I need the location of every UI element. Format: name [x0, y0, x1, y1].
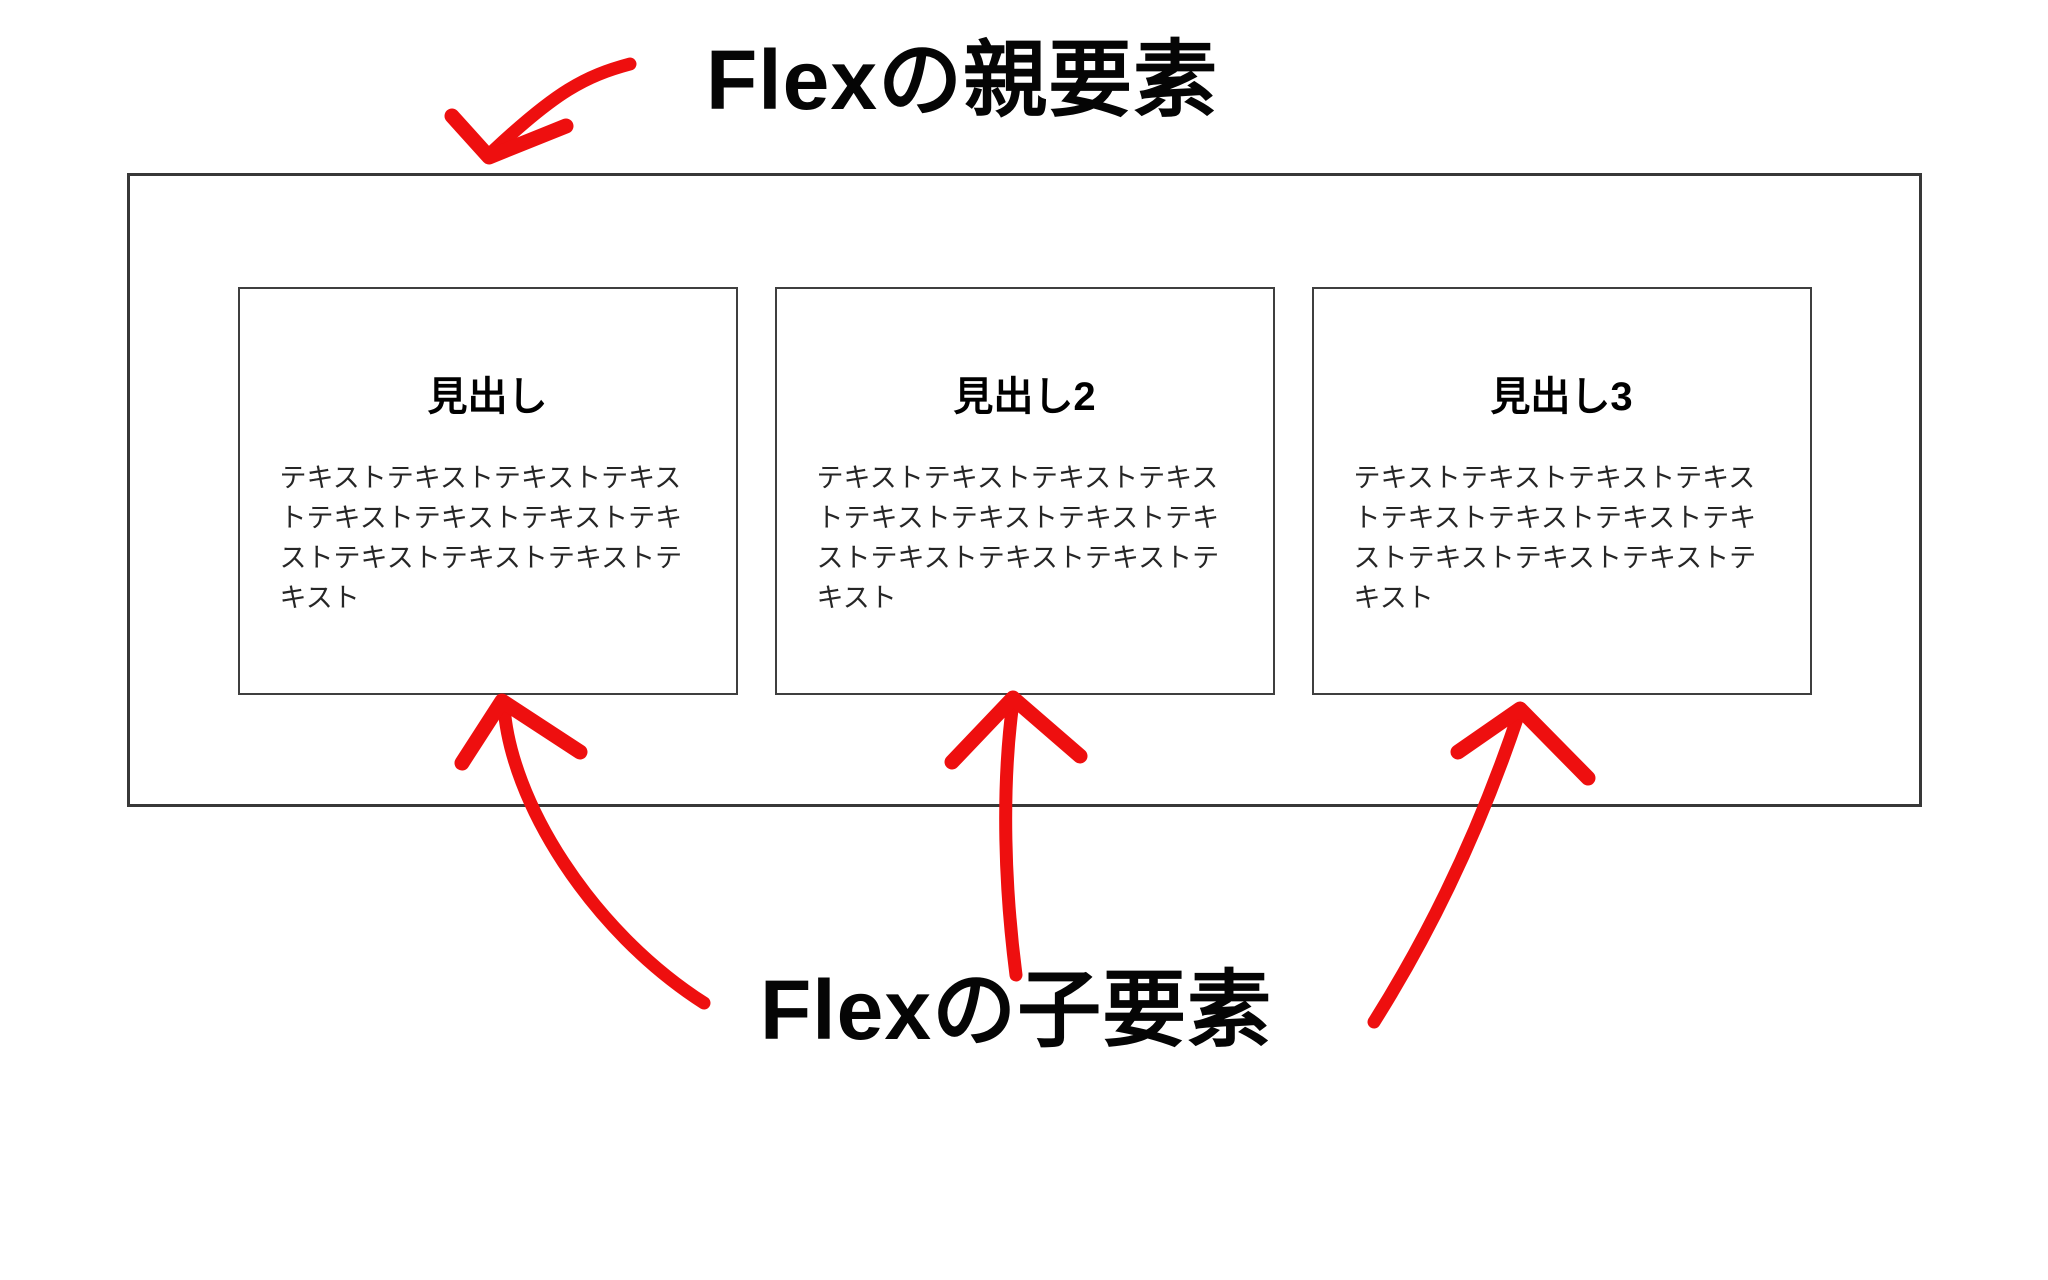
- card-3-heading: 見出し3: [1490, 375, 1633, 419]
- flex-child-card-3: 見出し3 テキストテキストテキストテキストテキストテキストテキストテキストテキス…: [1311, 287, 1812, 695]
- card-1-heading: 見出し: [427, 375, 548, 419]
- card-2-heading: 見出し2: [953, 375, 1096, 419]
- card-2-body-text: テキストテキストテキストテキストテキストテキストテキストテキストテキストテキスト…: [816, 463, 1220, 613]
- parent-arrow-shaft: [487, 57, 637, 157]
- flex-child-card-1: 見出し テキストテキストテキストテキストテキストテキストテキストテキストテキスト…: [237, 287, 738, 695]
- card-1-body-text: テキストテキストテキストテキストテキストテキストテキストテキストテキストテキスト…: [279, 463, 683, 613]
- flex-child-card-2: 見出し2 テキストテキストテキストテキストテキストテキストテキストテキストテキス…: [774, 287, 1275, 695]
- card-3-body-text: テキストテキストテキストテキストテキストテキストテキストテキストテキストテキスト…: [1353, 463, 1757, 613]
- children-label: Flexの子要素: [760, 963, 1273, 1057]
- parent-arrow-head: [444, 108, 574, 165]
- parent-label: Flexの親要素: [706, 33, 1219, 127]
- parent-arrow-icon: [444, 57, 637, 165]
- flex-parent-box: 見出し テキストテキストテキストテキストテキストテキストテキストテキストテキスト…: [127, 173, 1922, 807]
